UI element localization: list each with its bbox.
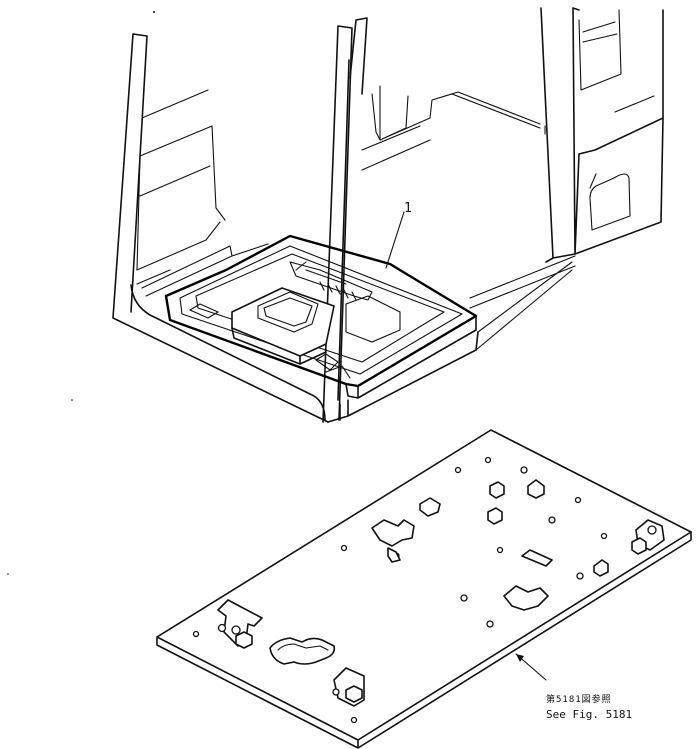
plate-hole bbox=[486, 620, 494, 628]
speck bbox=[7, 573, 9, 575]
cab-left-back-rail bbox=[136, 155, 226, 271]
plate-hole bbox=[192, 630, 200, 638]
reference-arrowhead bbox=[516, 654, 524, 662]
plate-boss bbox=[489, 481, 505, 499]
plate-boss bbox=[487, 507, 503, 525]
floor-mat-center-block-side bbox=[231, 327, 327, 365]
cab-lower-right-edge bbox=[475, 261, 573, 351]
plate-cutout-upper bbox=[371, 519, 415, 547]
reference-english: See Fig. 5181 bbox=[546, 708, 632, 721]
plate-cutout-lower-right bbox=[503, 585, 549, 611]
floor-mat-left-slot bbox=[189, 303, 219, 319]
floor-mat-upper-area bbox=[289, 261, 373, 301]
bracket-left-nut bbox=[235, 631, 253, 649]
plate-hole bbox=[484, 456, 492, 464]
plate-hole bbox=[548, 516, 556, 524]
floor-mat-front-lip bbox=[345, 315, 477, 399]
bracket-right-nut bbox=[631, 537, 647, 555]
floor-mat-inner-edge bbox=[179, 245, 463, 375]
floor-mat bbox=[164, 234, 478, 399]
floor-mat-center-block-top bbox=[257, 291, 319, 333]
plate-hole bbox=[340, 544, 348, 552]
speck bbox=[153, 11, 155, 13]
plate-hole bbox=[520, 466, 528, 474]
cab-assembly: 1 bbox=[112, 7, 664, 423]
cab-center-pillar-inner bbox=[337, 59, 350, 401]
speck bbox=[71, 399, 73, 401]
floor-plate-edge bbox=[156, 531, 692, 749]
cab-rear-pillar bbox=[349, 17, 368, 95]
plate-hole bbox=[574, 496, 582, 504]
plate-boss bbox=[527, 479, 545, 499]
cab-right-panel bbox=[589, 95, 655, 231]
cab-front-lower-frame bbox=[327, 331, 479, 423]
plate-hole bbox=[454, 466, 462, 474]
floor-mat-right-panel bbox=[345, 295, 401, 343]
floor-plate-top bbox=[156, 429, 692, 741]
cab-right-frame bbox=[540, 7, 664, 263]
plate-hole bbox=[350, 716, 358, 724]
bracket-bottom-nut bbox=[345, 685, 363, 703]
cab-right-window bbox=[578, 9, 622, 91]
bracket-bottom-bolt bbox=[332, 688, 340, 696]
plate-hole bbox=[600, 532, 608, 540]
callout-1-label: 1 bbox=[404, 201, 412, 216]
cab-rear-wall bbox=[361, 85, 541, 171]
cab-floor-left-edge bbox=[141, 243, 269, 297]
plate-hole bbox=[460, 594, 468, 602]
bracket-left-hole bbox=[231, 625, 241, 635]
callout-1-leader bbox=[385, 211, 405, 269]
plate-boss bbox=[593, 559, 609, 577]
reference-japanese: 第5181図参照 bbox=[546, 693, 612, 705]
plate-hole bbox=[576, 572, 584, 580]
plate-cutout-center-left-inner bbox=[277, 643, 329, 651]
cab-left-window-frame bbox=[136, 89, 221, 285]
plate-bosses bbox=[387, 479, 609, 577]
plate-boss bbox=[419, 497, 441, 517]
floor-plate bbox=[156, 429, 692, 749]
plate-hole bbox=[496, 546, 504, 554]
plate-cutout-center-left bbox=[269, 637, 336, 665]
floor-mat-lower-tabs bbox=[315, 353, 351, 379]
plate-boss bbox=[387, 547, 401, 563]
bracket-left-bolt bbox=[217, 623, 227, 633]
plate-slot-right bbox=[521, 549, 553, 567]
floor-mat-marking bbox=[319, 281, 357, 301]
cab-left-pillar bbox=[112, 33, 329, 423]
bracket-right-hole bbox=[647, 525, 657, 535]
